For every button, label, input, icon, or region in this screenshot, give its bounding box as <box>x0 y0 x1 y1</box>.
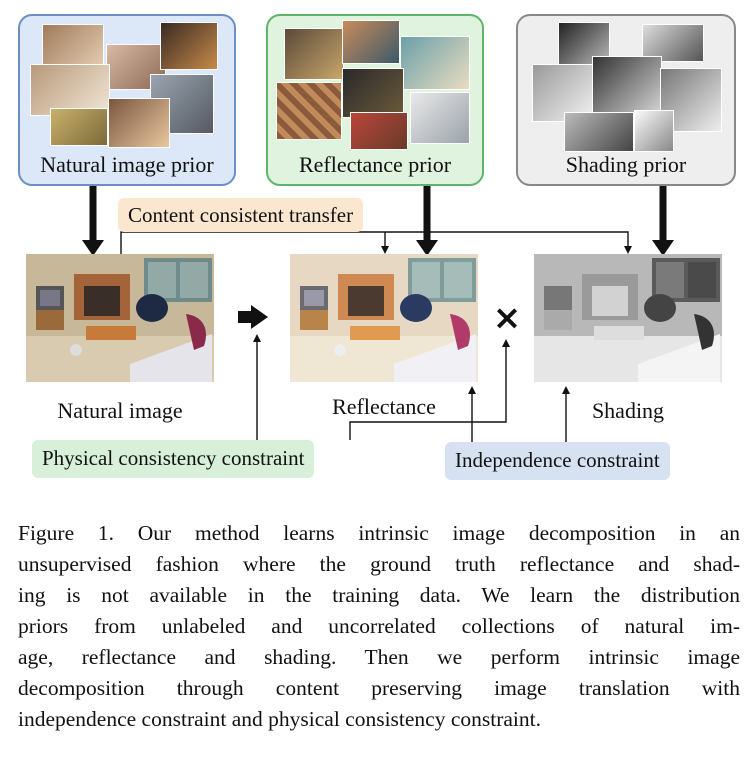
natural-image-prior-box: Natural image prior <box>18 14 236 186</box>
multiply-operator: × <box>492 298 522 338</box>
caption-line: independence constraint and physical con… <box>18 707 542 731</box>
reflectance-panel <box>290 254 478 382</box>
caption-line: age, reflectance and shading. Then we pe… <box>18 645 740 669</box>
physical-consistency-tag: Physical consistency constraint <box>32 440 315 478</box>
reflectance-prior-box: Reflectance prior <box>266 14 484 186</box>
reflectance-prior-label: Reflectance prior <box>298 152 452 177</box>
natural-image-panel <box>26 254 214 382</box>
natural-image-caption: Natural image <box>57 398 183 423</box>
caption-line: decomposition through content preserving… <box>18 676 740 700</box>
transfer-wire <box>120 231 629 254</box>
shading-prior-label: Shading prior <box>565 152 687 177</box>
shading-prior-box: Shading prior <box>516 14 736 186</box>
reflectance-caption: Reflectance <box>332 394 436 419</box>
natural-image-prior-label: Natural image prior <box>40 152 214 177</box>
caption-line: unsupervised fashion where the ground tr… <box>18 552 740 576</box>
forward-arrow <box>238 311 252 323</box>
caption-line: priors from unlabeled and uncorrelated c… <box>18 614 740 638</box>
reflectance-collage <box>268 16 482 156</box>
figure-caption: Figure 1. Our method learns intrinsic im… <box>18 518 740 735</box>
natural-image-collage <box>20 16 234 156</box>
shading-panel <box>534 254 722 382</box>
shading-collage <box>518 16 734 156</box>
caption-line: Figure 1. Our method learns intrinsic im… <box>18 521 740 545</box>
caption-line: ing is not available in the training dat… <box>18 583 740 607</box>
independence-constraint-tag: Independence constraint <box>445 442 670 480</box>
content-transfer-tag: Content consistent transfer <box>118 198 364 232</box>
shading-caption: Shading <box>591 398 665 423</box>
